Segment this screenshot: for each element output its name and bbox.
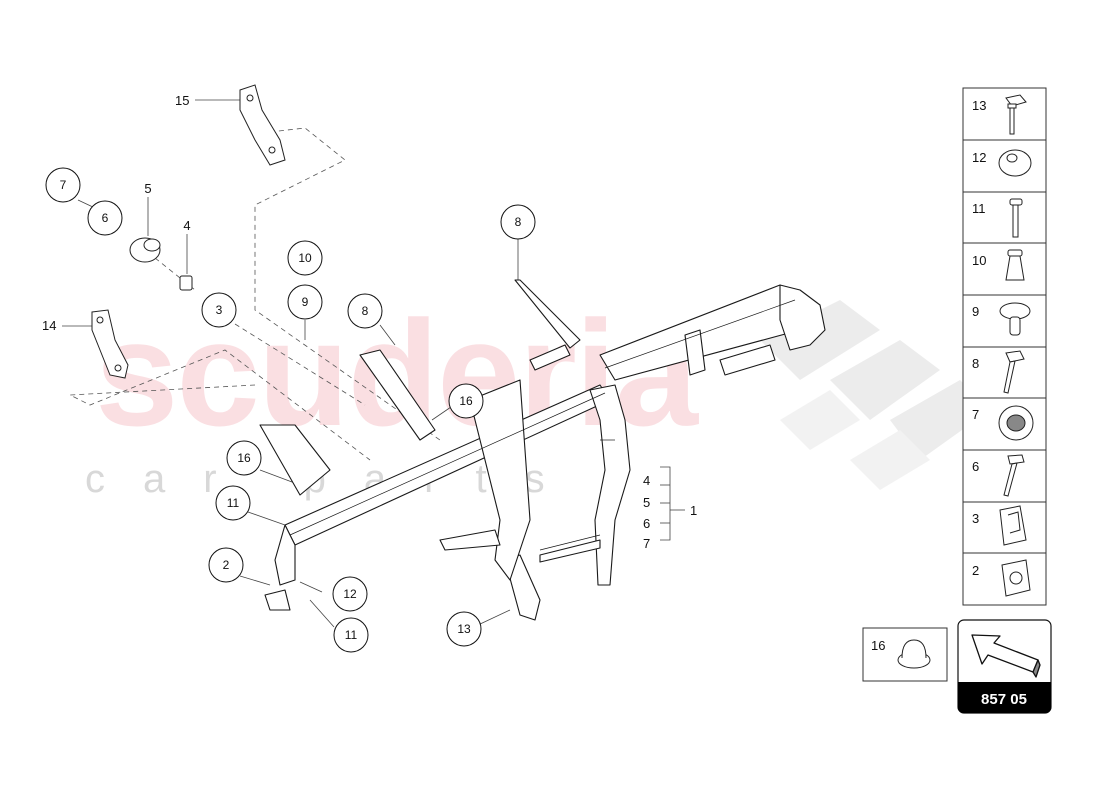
callout-8a: 8: [362, 304, 369, 318]
callout-16a: 16: [459, 394, 473, 408]
callout-4: 4: [183, 218, 190, 233]
callouts: 15 7 6 5 4 3 14 10 9 8 8 16 16 11 2 12 1…: [42, 93, 536, 653]
washer-icon: [998, 149, 1032, 177]
push-clip-icon: [999, 302, 1031, 336]
callout-15: 15: [175, 93, 189, 108]
callout-circle-9: [287, 284, 323, 320]
callout-circle-8a: [347, 293, 383, 329]
group-item-6: 6: [643, 516, 650, 531]
group-labels: 4 5 6 7 1: [643, 473, 697, 551]
expansion-rivet-icon: [1005, 249, 1025, 281]
part-14-bracket: [91, 309, 129, 379]
callout-circle-16b: [226, 440, 262, 476]
callout-circle-7: [45, 167, 81, 203]
bolt-hex-icon: [1003, 350, 1025, 394]
part-5-grommet: [129, 237, 161, 263]
legend-label-11: 11: [972, 201, 986, 216]
legend-box-16: 16: [862, 627, 948, 682]
cage-nut-icon: [1001, 559, 1031, 597]
callout-5: 5: [144, 181, 151, 196]
callout-10: 10: [298, 251, 312, 265]
group-item-7: 7: [643, 536, 650, 551]
callout-circle-11b: [333, 617, 369, 653]
callout-circle-16a: [448, 383, 484, 419]
callout-7: 7: [60, 178, 67, 192]
legend-label-9: 9: [972, 304, 979, 319]
group-item-5: 5: [643, 495, 650, 510]
callout-13: 13: [457, 622, 471, 636]
callout-circle-13: [446, 611, 482, 647]
bolt-flanged-icon: [1005, 94, 1027, 135]
callout-circle-10: [287, 240, 323, 276]
legend-label-10: 10: [972, 253, 986, 268]
screw-icon: [1003, 454, 1025, 497]
callout-circle-8b: [500, 204, 536, 240]
callout-6: 6: [102, 211, 109, 225]
callout-11b: 11: [345, 628, 358, 642]
callout-2: 2: [223, 558, 230, 572]
legend-table: 13 12 11 10 9 8: [962, 87, 1047, 606]
legend-label-16: 16: [871, 638, 885, 653]
beam-detail-lines: [289, 299, 796, 551]
legend-label-13: 13: [972, 98, 986, 113]
reference-box: 857 05: [957, 619, 1052, 714]
callout-12: 12: [343, 587, 357, 601]
legend-label-12: 12: [972, 150, 986, 165]
cross-car-beam: [259, 279, 826, 621]
callout-circle-12: [332, 576, 368, 612]
callout-14: 14: [42, 318, 56, 333]
dashed-guide-lines: [68, 127, 441, 461]
grommet-icon: [998, 405, 1034, 441]
callout-8b: 8: [515, 215, 522, 229]
legend-label-8: 8: [972, 356, 979, 371]
spring-clip-icon: [999, 505, 1027, 546]
legend-label-7: 7: [972, 407, 979, 422]
group-item-4: 4: [643, 473, 650, 488]
callout-circle-3: [201, 292, 237, 328]
part-4-clip: [179, 275, 193, 291]
diagram-ref-number: 857 05: [981, 691, 1027, 708]
callout-9: 9: [302, 295, 309, 309]
callout-circle-6: [87, 200, 123, 236]
callout-3: 3: [216, 303, 223, 317]
callout-circle-2: [208, 547, 244, 583]
cap-nut-icon: [897, 639, 931, 669]
part-15-bracket: [239, 84, 286, 166]
callout-11a: 11: [227, 496, 240, 510]
callout-circle-11a: [215, 485, 251, 521]
legend-label-6: 6: [972, 459, 979, 474]
arrow-icon: [971, 634, 1041, 678]
legend-label-2: 2: [972, 563, 979, 578]
callout-16b: 16: [237, 451, 251, 465]
group-parent-1: 1: [690, 503, 697, 518]
bolt-long-icon: [1009, 198, 1023, 238]
legend-label-3: 3: [972, 511, 979, 526]
